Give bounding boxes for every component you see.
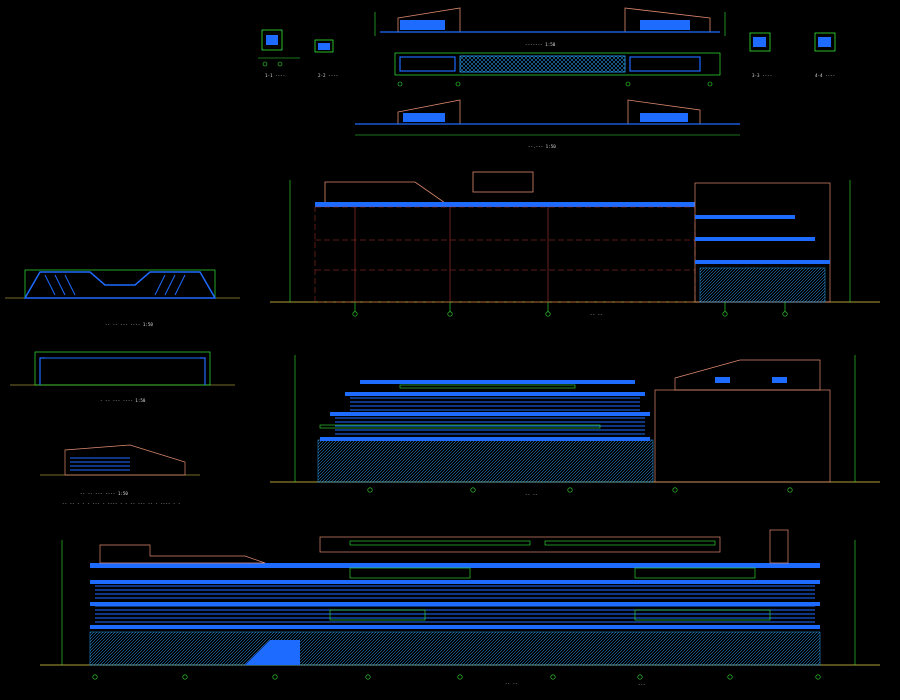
caption-left-section-3-note: -- -- - - - --- - ---- - - -- --- -- - -… bbox=[62, 501, 181, 506]
detail-top-left-2: 2-2 ---- bbox=[314, 39, 338, 78]
caption-section-3: --.--- 1:50 bbox=[528, 144, 556, 149]
caption-left-section-2: - -- --- ---- 1:50 bbox=[100, 398, 146, 403]
caption-elevation-3: -- -- bbox=[505, 681, 518, 686]
elevation-1: -- -- bbox=[270, 171, 880, 317]
section-top-center-2 bbox=[394, 52, 721, 87]
left-section-1: -- -- --- ---- 1:50 bbox=[5, 269, 240, 327]
caption-detail-4: 4-4 ---- bbox=[815, 73, 835, 78]
elevation-3: -- -- --- bbox=[40, 529, 880, 687]
caption-elevation-1: -- -- bbox=[590, 312, 603, 317]
detail-top-left-1: 1-1 ---- bbox=[258, 29, 300, 78]
caption-detail-1: 1-1 ---- bbox=[265, 73, 285, 78]
detail-top-right-2: 4-4 ---- bbox=[814, 32, 836, 78]
caption-detail-3: 3-3 ---- bbox=[752, 73, 772, 78]
sheet-mark: --- bbox=[638, 682, 646, 687]
section-top-center-1: ------- 1:50 bbox=[374, 7, 726, 47]
caption-elevation-2: -- -- bbox=[525, 492, 538, 497]
caption-section-1: ------- 1:50 bbox=[525, 42, 556, 47]
section-top-center-3: --.--- 1:50 bbox=[355, 99, 740, 149]
caption-left-section-3: -- -- --- ---- 1:50 bbox=[80, 491, 128, 496]
detail-top-right-1: 3-3 ---- bbox=[749, 32, 772, 78]
caption-left-section-1: -- -- --- ---- 1:50 bbox=[105, 322, 153, 327]
left-section-2: - -- --- ---- 1:50 bbox=[10, 351, 235, 403]
elevation-2: -- -- bbox=[270, 355, 880, 497]
left-section-3: -- -- --- ---- 1:50 -- -- - - - --- - --… bbox=[40, 444, 200, 506]
caption-detail-2: 2-2 ---- bbox=[318, 73, 338, 78]
